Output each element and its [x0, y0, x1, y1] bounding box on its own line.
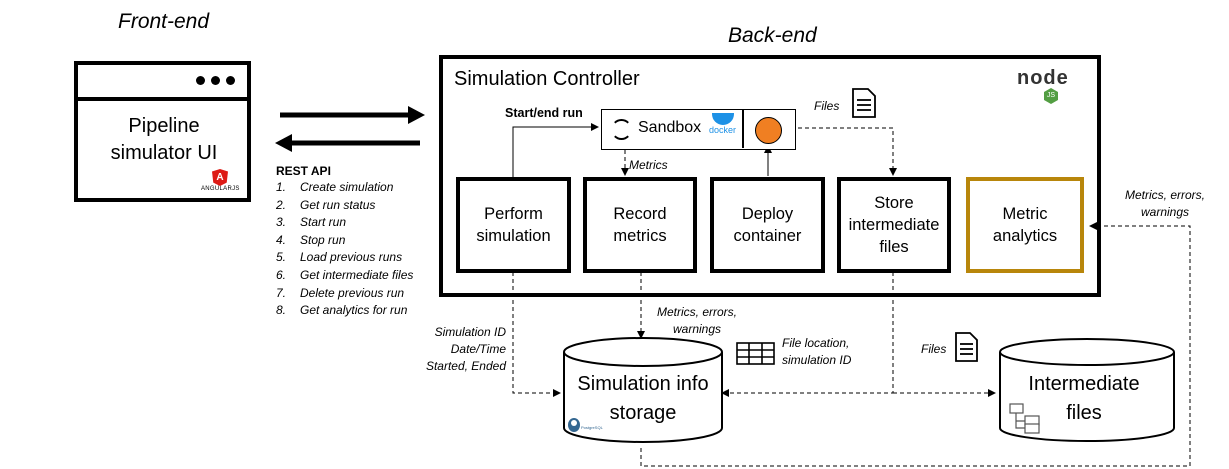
rest-api-item: 6. Get intermediate files: [276, 267, 413, 285]
storage-to-analytics: [640, 222, 1191, 467]
files-connector: [798, 127, 897, 176]
request-arrow-head: [408, 106, 425, 124]
rest-api-title: REST API: [276, 164, 331, 178]
rest-api-item: 1. Create simulation: [276, 179, 413, 197]
rest-api-item-number: 7.: [276, 285, 287, 300]
rest-api-item: 2. Get run status: [276, 197, 413, 215]
files-label: Files: [814, 99, 840, 113]
refresh-cycle-icon: [611, 119, 632, 140]
postgres-logo-text: PostgreSQL: [581, 425, 603, 430]
start-end-run-label: Start/end run: [505, 106, 583, 120]
rest-api-item-text: Delete previous run: [300, 285, 405, 300]
window-dots-icon: [196, 76, 235, 85]
metrics-errors-right-annotation: Metrics, errors, warnings: [1124, 188, 1205, 219]
metric-analytics-box: Metric analytics: [966, 177, 1084, 273]
angular-shield-icon: A: [212, 169, 228, 186]
container-circle-icon: [755, 117, 782, 144]
rest-api-panel: REST API 1. Create simulation 2. Get run st…: [276, 163, 413, 320]
perform-to-storage: [512, 272, 561, 397]
file-location-annotation: File location, simulation ID: [782, 336, 852, 367]
rest-api-item: 8. Get analytics for run: [276, 302, 413, 320]
table-icon: [736, 342, 775, 365]
browser-title-bar: [78, 65, 247, 101]
rest-api-item-number: 8.: [276, 303, 287, 318]
rest-api-item-number: 2.: [276, 197, 287, 212]
rest-api-item-number: 5.: [276, 250, 287, 265]
intermediate-files-cylinder: [999, 338, 1175, 442]
rest-api-item-number: 6.: [276, 267, 287, 282]
rest-api-item-text: Get analytics for run: [300, 303, 408, 318]
browser-window: Pipeline simulator UI A ANGULARJS: [74, 61, 251, 202]
intermediate-files-label: Intermediate files: [1028, 373, 1140, 424]
docker-logo: docker: [709, 113, 736, 136]
document-icon-bottom: [955, 332, 978, 362]
rest-api-item-text: Stop run: [300, 232, 346, 247]
metrics-label: Metrics: [629, 158, 668, 172]
sandbox-box: Sandbox docker: [601, 109, 796, 150]
rest-api-item-number: 1.: [276, 180, 287, 194]
rest-api-item: 4. Stop run: [276, 232, 413, 250]
document-icon: [852, 88, 876, 118]
sandbox-label: Sandbox: [638, 119, 702, 136]
response-arrow-head: [275, 134, 292, 152]
rest-api-item-text: Load previous runs: [300, 250, 403, 265]
rest-api-item: 3. Start run: [276, 214, 413, 232]
folder-tree-icon: [1009, 403, 1040, 434]
rest-api-item: 5. Load previous runs: [276, 249, 413, 267]
docker-whale-icon: [711, 113, 734, 125]
start-end-run-connector: [512, 123, 599, 178]
back-end-heading: Back-end: [728, 24, 817, 47]
sandbox-divider: [742, 110, 744, 148]
record-metrics-box: Record metrics: [583, 177, 697, 273]
node-logo: node JS: [1017, 67, 1083, 109]
sim-id-annotation: Simulation ID Date/Time Started, Ended: [425, 325, 506, 373]
files-bottom-annotation: Files: [921, 342, 947, 356]
rest-api-item: 7. Delete previous run: [276, 285, 413, 303]
controller-title: Simulation Controller: [454, 68, 640, 90]
metrics-errors-bottom-annotation: Metrics, errors, warnings: [656, 305, 737, 336]
simulation-storage-label: Simulation info storage: [577, 373, 709, 424]
rest-api-item-text: Get run status: [300, 197, 376, 212]
front-end-heading: Front-end: [118, 10, 210, 33]
node-js-hex-icon: JS: [1044, 88, 1058, 104]
rest-api-item-number: 4.: [276, 232, 287, 247]
postgres-logo-icon: [568, 418, 580, 432]
deploy-container-box: Deploy container: [710, 177, 825, 273]
simulation-storage-cylinder: [563, 337, 723, 443]
perform-simulation-box: Perform simulation: [456, 177, 571, 273]
ui-label: Pipeline simulator UI: [110, 115, 218, 164]
store-intermediate-files-box: Store intermediate files: [837, 177, 951, 273]
angular-logo: A ANGULARJS: [201, 169, 239, 192]
rest-api-item-text: Create simulation: [300, 180, 394, 194]
rest-api-item-text: Get intermediate files: [300, 267, 414, 282]
rest-api-list: 1. Create simulation 2. Get run status 3. Sta…: [276, 179, 413, 320]
rest-api-item-number: 3.: [276, 215, 287, 230]
simulation-controller: [439, 55, 1101, 297]
rest-api-item-text: Start run: [300, 215, 347, 230]
